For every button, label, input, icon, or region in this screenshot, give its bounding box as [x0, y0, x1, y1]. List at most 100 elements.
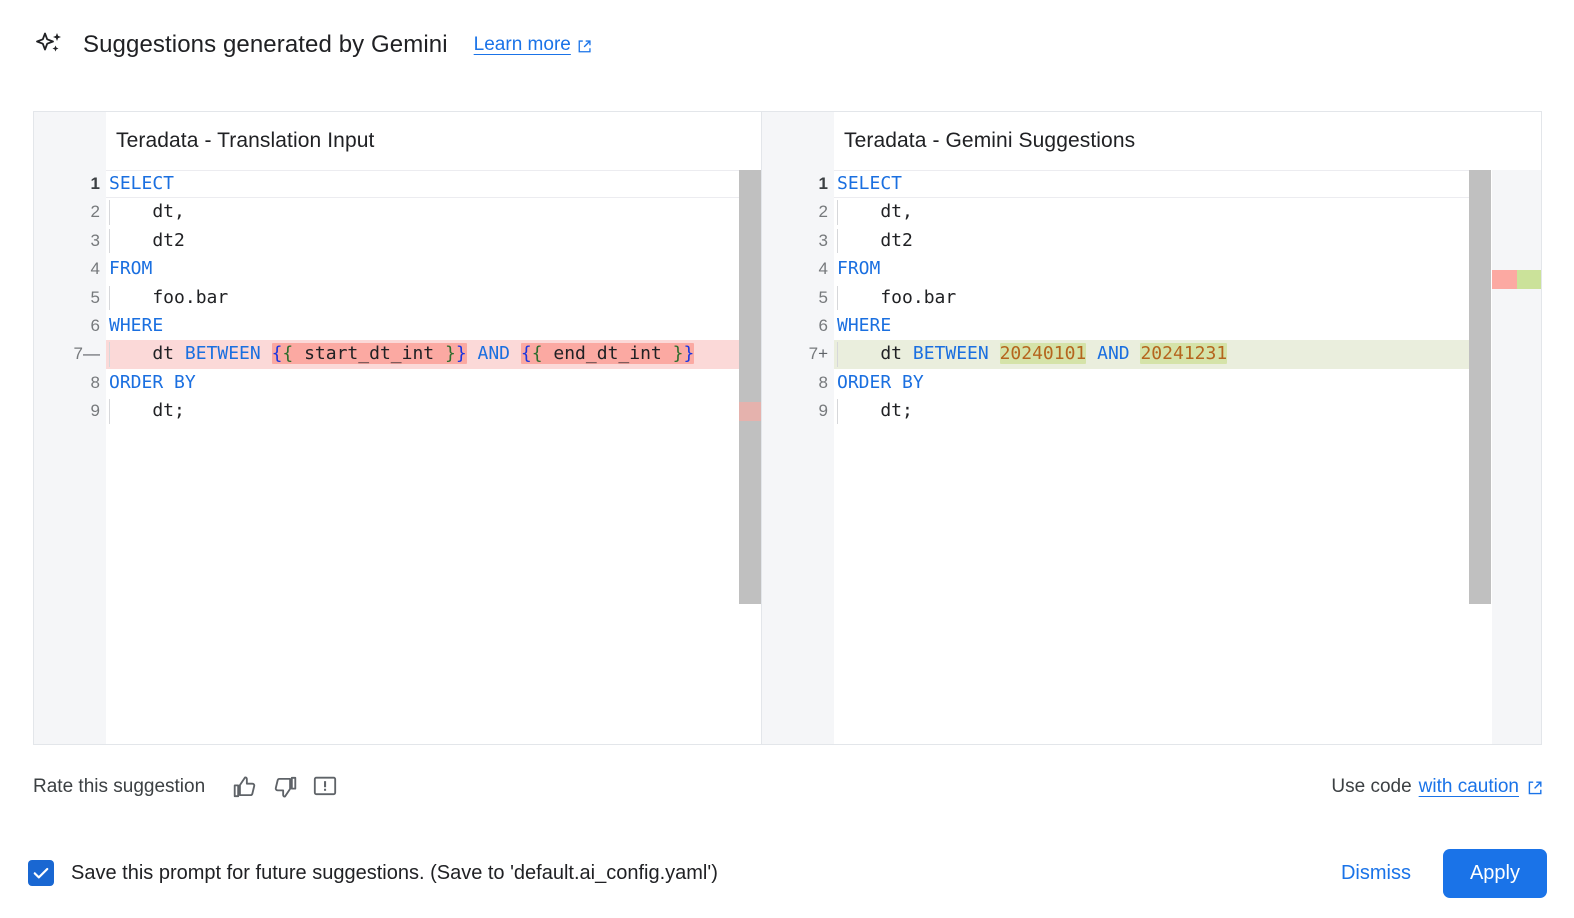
code-line: 1 SELECT	[34, 170, 761, 199]
line-content: ORDER BY	[837, 371, 924, 393]
line-content: SELECT	[109, 173, 175, 194]
learn-more-link[interactable]: Learn more	[474, 34, 592, 56]
line-content: SELECT	[837, 173, 903, 194]
indent-guide	[837, 228, 838, 254]
code-line: 6 WHERE	[762, 312, 1541, 340]
line-number: 6	[818, 315, 828, 335]
indent-guide	[109, 200, 110, 225]
save-prompt-row: Save this prompt for future suggestions.…	[28, 860, 718, 886]
indent-guide	[109, 228, 110, 254]
line-number: 9	[90, 401, 100, 421]
external-link-icon	[577, 38, 592, 53]
line-content: FROM	[109, 258, 153, 280]
gutter-background	[34, 170, 106, 744]
overview-ruler[interactable]	[1491, 170, 1541, 744]
use-code-prefix: Use code	[1331, 776, 1412, 797]
code-lines-suggestions: 1 SELECT 2 dt, 3 dt2	[762, 170, 1541, 744]
line-content: WHERE	[109, 314, 164, 336]
line-number: 7—	[73, 344, 100, 364]
indent-guide	[109, 399, 110, 424]
code-line: 1 SELECT	[762, 170, 1541, 199]
diff-pane-suggestions: Teradata - Gemini Suggestions 1 SELECT 2…	[762, 112, 1541, 744]
code-line: 8 ORDER BY	[34, 369, 761, 397]
scrollbar-thumb[interactable]	[739, 170, 761, 604]
code-line: 6 WHERE	[34, 312, 761, 340]
thumb-down-icon[interactable]	[269, 771, 301, 803]
code-line-removed: 7— dt BETWEEN {{ start_dt_int }} AND {{ …	[34, 340, 761, 369]
code-line: 3 dt2	[34, 227, 761, 255]
use-code-notice: Use code with caution	[1331, 776, 1542, 798]
rate-label: Rate this suggestion	[33, 776, 206, 797]
scrollbar-thumb[interactable]	[1469, 170, 1491, 604]
line-number: 2	[818, 202, 828, 222]
line-number: 1	[90, 174, 100, 193]
code-editor-suggestions[interactable]: 1 SELECT 2 dt, 3 dt2	[762, 170, 1541, 744]
line-content: ORDER BY	[109, 371, 196, 393]
external-link-icon	[1527, 780, 1542, 795]
code-line: 4 FROM	[34, 255, 761, 283]
code-line: 2 dt,	[762, 198, 1541, 226]
line-number: 2	[90, 202, 100, 222]
sparkle-icon	[33, 28, 67, 62]
rate-controls: Rate this suggestion	[33, 771, 349, 803]
pane-title-suggestions: Teradata - Gemini Suggestions	[762, 112, 1541, 170]
vertical-scrollbar-left[interactable]	[739, 170, 761, 744]
line-content: dt2	[837, 229, 913, 251]
code-line: 5 foo.bar	[762, 284, 1541, 312]
line-content: dt,	[837, 201, 913, 223]
with-caution-link[interactable]: with caution	[1418, 776, 1519, 797]
indent-guide	[837, 342, 838, 367]
line-content: WHERE	[837, 314, 892, 336]
line-content: dt BETWEEN 20240101 AND 20241231	[837, 343, 1228, 365]
scrollbar-diff-marker-removed	[739, 402, 761, 421]
line-number: 6	[90, 315, 100, 335]
indent-guide	[837, 200, 838, 225]
thumb-up-icon[interactable]	[229, 771, 261, 803]
line-number: 8	[90, 372, 100, 392]
line-number: 5	[90, 287, 100, 307]
line-number: 4	[90, 259, 100, 279]
diff-pane-input: Teradata - Translation Input 1 SELECT 2 …	[34, 112, 762, 744]
code-line: 3 dt2	[762, 227, 1541, 255]
code-editor-input[interactable]: 1 SELECT 2 dt, 3 dt2	[34, 170, 761, 744]
overview-marker-removed	[1492, 270, 1517, 289]
panel-header: Suggestions generated by Gemini Learn mo…	[33, 28, 592, 62]
code-lines-input: 1 SELECT 2 dt, 3 dt2	[34, 170, 761, 744]
code-line: 9 dt;	[762, 397, 1541, 425]
code-line: 4 FROM	[762, 255, 1541, 283]
save-prompt-checkbox[interactable]	[28, 860, 54, 886]
line-number: 4	[818, 259, 828, 279]
report-feedback-icon[interactable]	[309, 771, 341, 803]
vertical-scrollbar-right[interactable]	[1469, 170, 1491, 744]
line-number: 3	[90, 230, 100, 250]
line-number: 5	[818, 287, 828, 307]
line-number: 1	[818, 174, 828, 193]
apply-button[interactable]: Apply	[1442, 848, 1547, 898]
line-content: dt BETWEEN {{ start_dt_int }} AND {{ end…	[109, 343, 695, 365]
code-line: 5 foo.bar	[34, 284, 761, 312]
indent-guide	[837, 285, 838, 310]
learn-more-label: Learn more	[473, 34, 571, 55]
overview-marker-added	[1517, 270, 1541, 289]
line-content: foo.bar	[837, 286, 957, 308]
line-number: 8	[818, 372, 828, 392]
diff-viewer: Teradata - Translation Input 1 SELECT 2 …	[33, 111, 1542, 745]
line-content: dt;	[837, 400, 913, 422]
indent-guide	[109, 342, 110, 367]
line-content: foo.bar	[109, 286, 229, 308]
code-line: 9 dt;	[34, 397, 761, 425]
line-content: dt2	[109, 229, 185, 251]
footer-bar: Save this prompt for future suggestions.…	[28, 848, 1547, 898]
code-line: 8 ORDER BY	[762, 369, 1541, 397]
dismiss-button[interactable]: Dismiss	[1323, 852, 1429, 895]
rate-row: Rate this suggestion	[33, 767, 1542, 807]
pane-title-input: Teradata - Translation Input	[34, 112, 761, 170]
line-number: 7+	[808, 344, 828, 364]
footer-actions: Dismiss Apply	[1323, 848, 1547, 898]
code-line-added: 7+ dt BETWEEN 20240101 AND 20241231	[762, 340, 1541, 369]
line-content: dt,	[109, 201, 185, 223]
line-content: dt;	[109, 400, 185, 422]
indent-guide	[837, 399, 838, 424]
save-prompt-label: Save this prompt for future suggestions.…	[71, 861, 718, 884]
